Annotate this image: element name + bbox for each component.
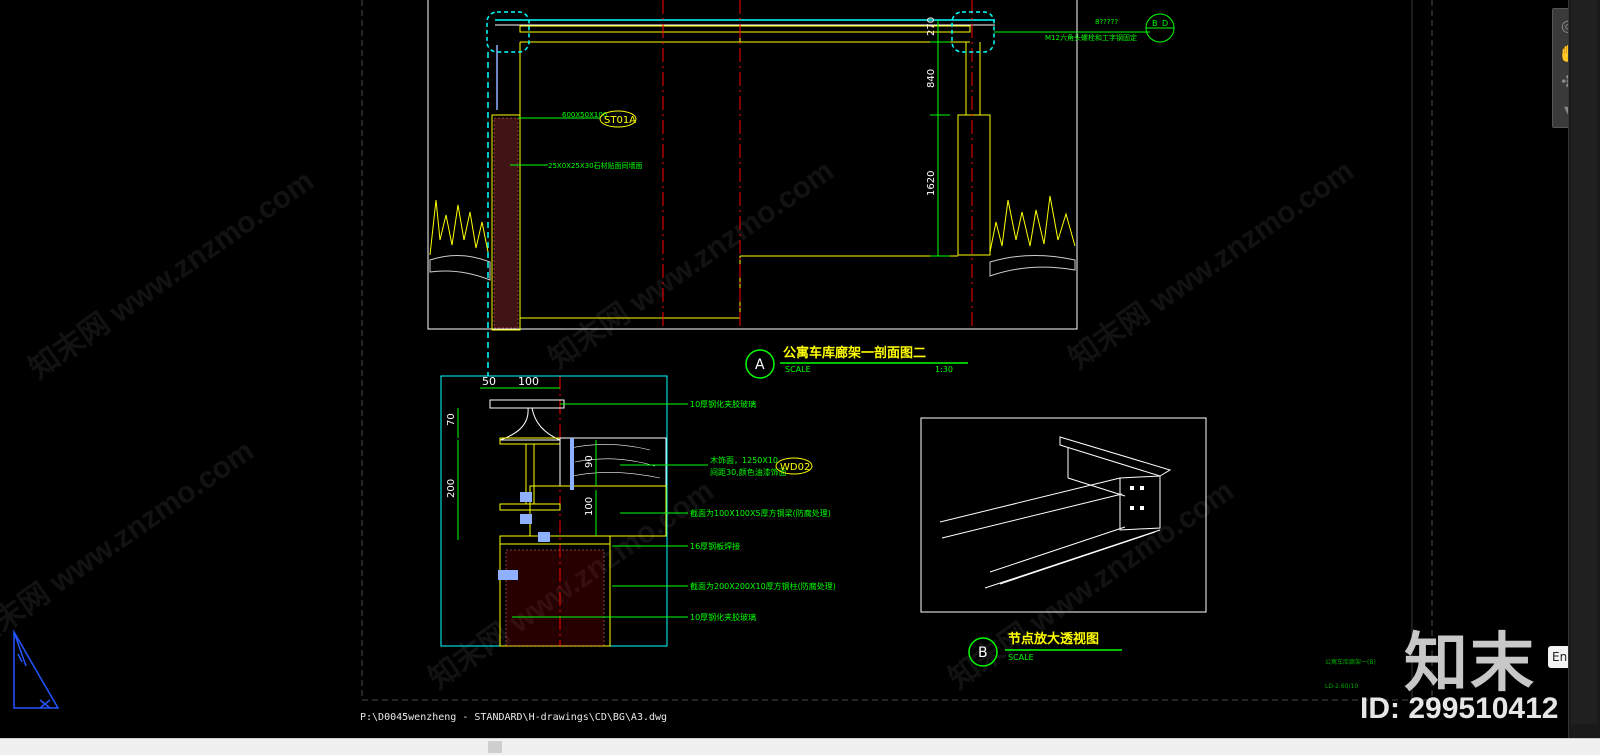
section-a-scale-value: 1:30	[935, 365, 953, 374]
showmotion-icon[interactable]: ▾	[1563, 100, 1568, 119]
dim-100b: 100	[584, 497, 595, 516]
sheet-note-1: 公寓车库廊架一(B)	[1325, 658, 1376, 666]
file-path-text: P:\D0045wenzheng - STANDARD\H-drawings\C…	[360, 712, 668, 723]
callout-steel-2: 截面为200X200X10厚方钢柱(防腐处理)	[690, 581, 836, 591]
callout-plate: 16厚钢板焊接	[690, 541, 740, 551]
section-a-badge: A	[755, 357, 765, 373]
brand-logo: 知末	[1404, 627, 1536, 701]
horizontal-scroll-thumb[interactable]	[488, 741, 502, 753]
dim-50: 50	[482, 375, 496, 388]
detail-marker-right	[951, 11, 995, 53]
dim-1620: 1620	[926, 171, 937, 196]
dim-270: 270	[926, 17, 937, 36]
section-a-scale-label: SCALE	[785, 365, 811, 374]
detail-callout-bottom: D	[1162, 19, 1168, 28]
dim-200: 200	[446, 479, 457, 498]
perspective-beam	[939, 436, 1172, 589]
callout-stone-2: 25X0X25X30石材贴面同墙面	[548, 161, 643, 170]
section-b-scale-label: SCALE	[1008, 653, 1034, 662]
callout-glass-2: 10厚钢化夹胶玻璃	[690, 612, 756, 622]
ime-indicator[interactable]: En ☾ •	[1548, 646, 1568, 668]
section-a-badge-circle	[745, 349, 775, 379]
section-a-title: 公寓车库廊架一剖面图二	[783, 345, 926, 361]
section-a-frame	[427, 0, 1078, 330]
callout-stone-1: 600X50X100	[562, 111, 607, 119]
detail-callout-top: B	[1152, 19, 1158, 28]
ucs-icon	[13, 629, 60, 709]
tag-wd02: WD02	[780, 462, 810, 473]
detail-marker-left	[486, 11, 530, 53]
vertical-scroll-thumb[interactable]	[1571, 0, 1597, 724]
callout-wood-1: 木饰面，1250X10	[710, 455, 778, 465]
perspective-frame	[920, 417, 1207, 613]
section-b-title: 节点放大透视图	[1008, 631, 1099, 647]
callout-wood-2: 间距30,颜色油漆饰面	[710, 467, 787, 477]
callout-top-right-2: M12六角头螺栓和工字钢固定	[1045, 33, 1137, 42]
cad-viewport[interactable]: 知末网 www.znzmo.com 知末网 www.znzmo.com 知末网 …	[0, 0, 1568, 738]
dim-100a: 100	[518, 375, 539, 388]
sheet-note-2: LD-2.60/10	[1325, 683, 1358, 690]
callout-top-right-1: 8?????	[1095, 18, 1118, 26]
orbit-icon[interactable]: ✣	[1561, 72, 1568, 91]
callout-steel-1: 截面为100X100X5厚方钢梁(防腐处理)	[690, 508, 831, 518]
horizontal-scrollbar[interactable]	[0, 738, 1600, 755]
tag-st01a: ST01A	[604, 115, 636, 126]
section-b-badge: B	[978, 645, 988, 661]
dim-90: 90	[584, 455, 595, 468]
dim-70: 70	[446, 413, 457, 426]
vertical-scrollbar[interactable]	[1568, 0, 1600, 738]
pan-hand-icon[interactable]: ✋	[1558, 44, 1568, 63]
drawing-canvas: 270 840 1620 600X50X100 ST01A 25X0X25X30…	[13, 0, 1433, 709]
bolt-plate	[570, 438, 574, 490]
callout-glass-1: 10厚钢化夹胶玻璃	[690, 399, 756, 409]
navigation-bar[interactable]: ◎ ✋ ✣ ▾	[1552, 8, 1568, 128]
zoom-icon[interactable]: ◎	[1557, 15, 1568, 37]
brand-id: ID: 299510412	[1360, 692, 1559, 725]
section-b-badge-circle	[968, 637, 998, 667]
ime-label: En	[1552, 650, 1568, 664]
dim-840: 840	[926, 69, 937, 88]
